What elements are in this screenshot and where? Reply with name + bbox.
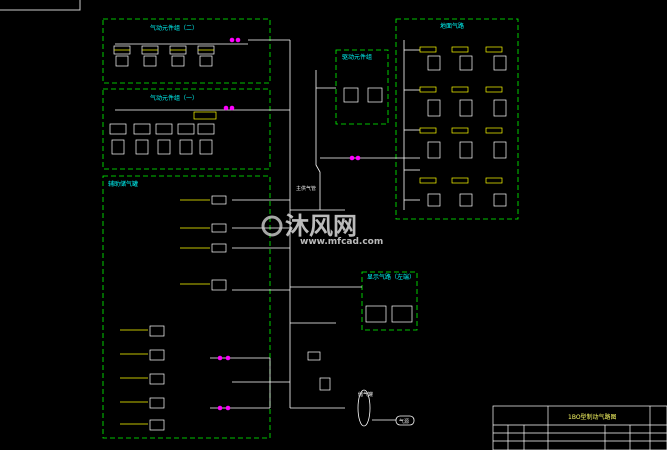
watermark-brand: 沐风网 <box>285 212 357 240</box>
check-valves <box>217 37 361 411</box>
title-block-title: 1BO型制动气路图 <box>568 413 617 421</box>
label-top-left: 气动元件组（二） <box>150 24 198 32</box>
label-mid-left: 气动元件组（一） <box>150 94 198 102</box>
valve-group-lower <box>149 195 227 431</box>
frame-center <box>335 49 389 125</box>
label-bottom-right: 显示气路（左端） <box>367 273 415 281</box>
air-source <box>395 415 415 426</box>
watermark: 沐风网 www.mfcad.com <box>261 212 383 247</box>
valve-accents-lower <box>120 199 210 425</box>
frame-mid-left <box>102 88 271 170</box>
valve-group-top <box>113 45 215 67</box>
title-block <box>492 405 667 450</box>
label-air-tank: 储气罐 <box>358 391 373 398</box>
valve-accents-right <box>419 46 503 184</box>
label-right: 地面气路 <box>440 22 464 30</box>
label-center: 驱动元件组 <box>342 53 372 61</box>
label-air-source: 气源 <box>399 418 409 425</box>
watermark-logo-icon <box>261 215 283 237</box>
group-frames <box>102 18 519 439</box>
sheet-corner <box>0 0 81 11</box>
watermark-url: www.mfcad.com <box>300 237 383 247</box>
label-main-pipe: 主供气管 <box>296 185 316 192</box>
air-tank <box>357 389 371 427</box>
frame-lower-left <box>102 175 271 439</box>
valve-grid-right <box>427 55 507 207</box>
label-lower-left: 辅助储气罐 <box>108 180 138 188</box>
valve-group-mid <box>109 123 215 155</box>
frame-top-left <box>102 18 271 84</box>
frame-bottom-right <box>361 271 418 331</box>
frame-right <box>395 18 519 220</box>
valve-group-center <box>307 87 413 391</box>
valve-accents-mid <box>193 111 217 120</box>
